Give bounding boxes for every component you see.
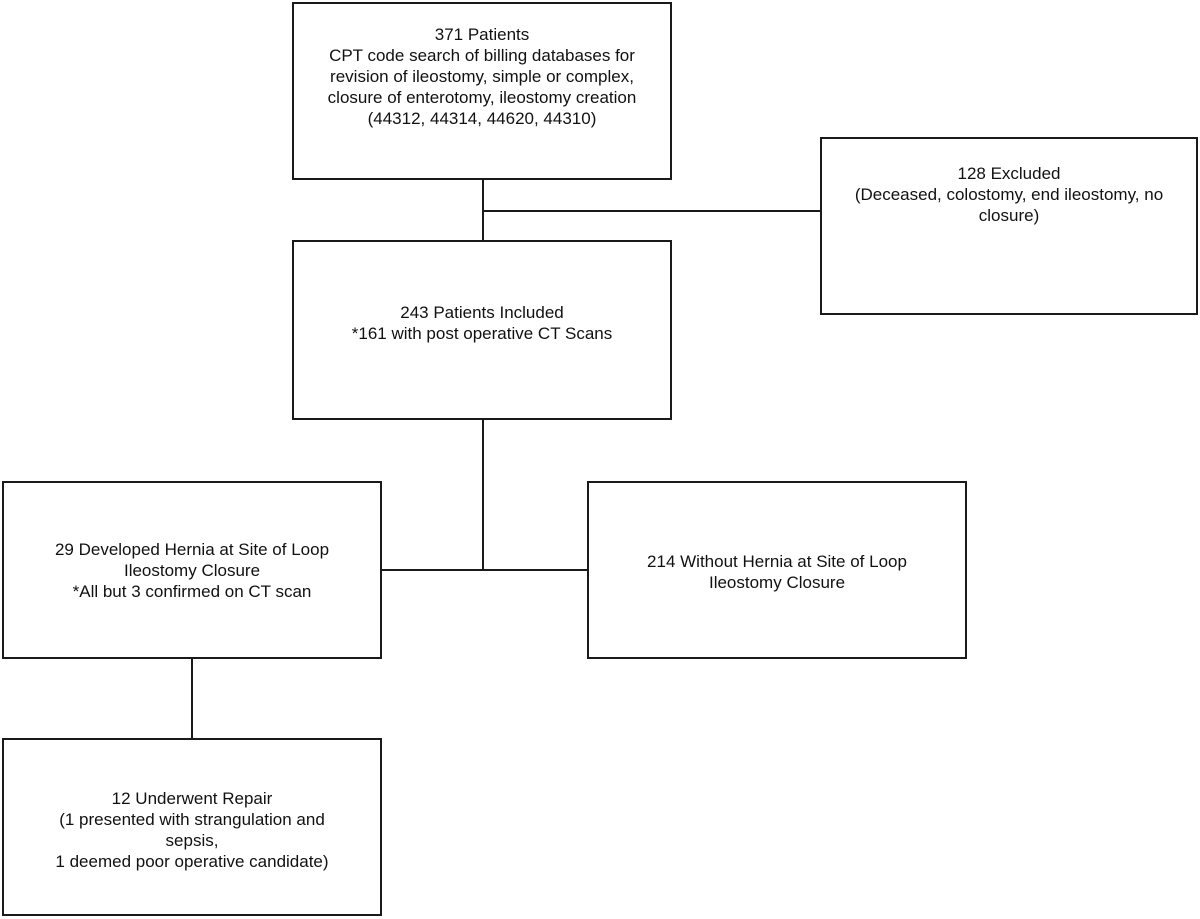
box-screened-patients: 371 Patients CPT code search of billing … [292, 2, 672, 180]
box-excluded-line-3: closure) [978, 206, 1040, 225]
box-hernia-line-2: Ileostomy Closure [123, 561, 261, 580]
box-excluded: 128 Excluded (Deceased, colostomy, end i… [820, 137, 1198, 315]
box-included-patients: 243 Patients Included *161 with post ope… [292, 240, 672, 420]
box-repair-line-2: (1 presented with strangulation and [59, 810, 325, 829]
box-screened-line-4: closure of enterotomy, ileostomy creatio… [327, 88, 637, 107]
box-no-hernia-line-2: Ileostomy Closure [708, 573, 846, 592]
box-repair-line-3: sepsis, [165, 831, 219, 850]
box-developed-hernia: 29 Developed Hernia at Site of Loop Ileo… [2, 481, 382, 659]
box-included-line-1: 243 Patients Included [400, 303, 564, 322]
box-included-line-2: *161 with post operative CT Scans [351, 324, 613, 343]
box-no-hernia-line-1: 214 Without Hernia at Site of Loop [647, 552, 907, 571]
box-excluded-line-2: (Deceased, colostomy, end ileostomy, no [854, 185, 1164, 204]
box-hernia-line-1: 29 Developed Hernia at Site of Loop [54, 540, 330, 559]
box-repair-line-1: 12 Underwent Repair [111, 789, 273, 808]
box-excluded-line-1: 128 Excluded [957, 164, 1061, 183]
box-screened-line-3: revision of ileostomy, simple or complex… [330, 67, 634, 86]
box-repair-line-4: 1 deemed poor operative candidate) [55, 852, 329, 871]
box-hernia-line-3: *All but 3 confirmed on CT scan [72, 582, 312, 601]
box-underwent-repair: 12 Underwent Repair (1 presented with st… [2, 738, 382, 916]
box-screened-line-5: (44312, 44314, 44620, 44310) [367, 109, 597, 128]
box-without-hernia: 214 Without Hernia at Site of Loop Ileos… [587, 481, 967, 659]
box-screened-line-2: CPT code search of billing databases for [329, 46, 635, 65]
box-screened-line-1: 371 Patients [434, 25, 530, 44]
